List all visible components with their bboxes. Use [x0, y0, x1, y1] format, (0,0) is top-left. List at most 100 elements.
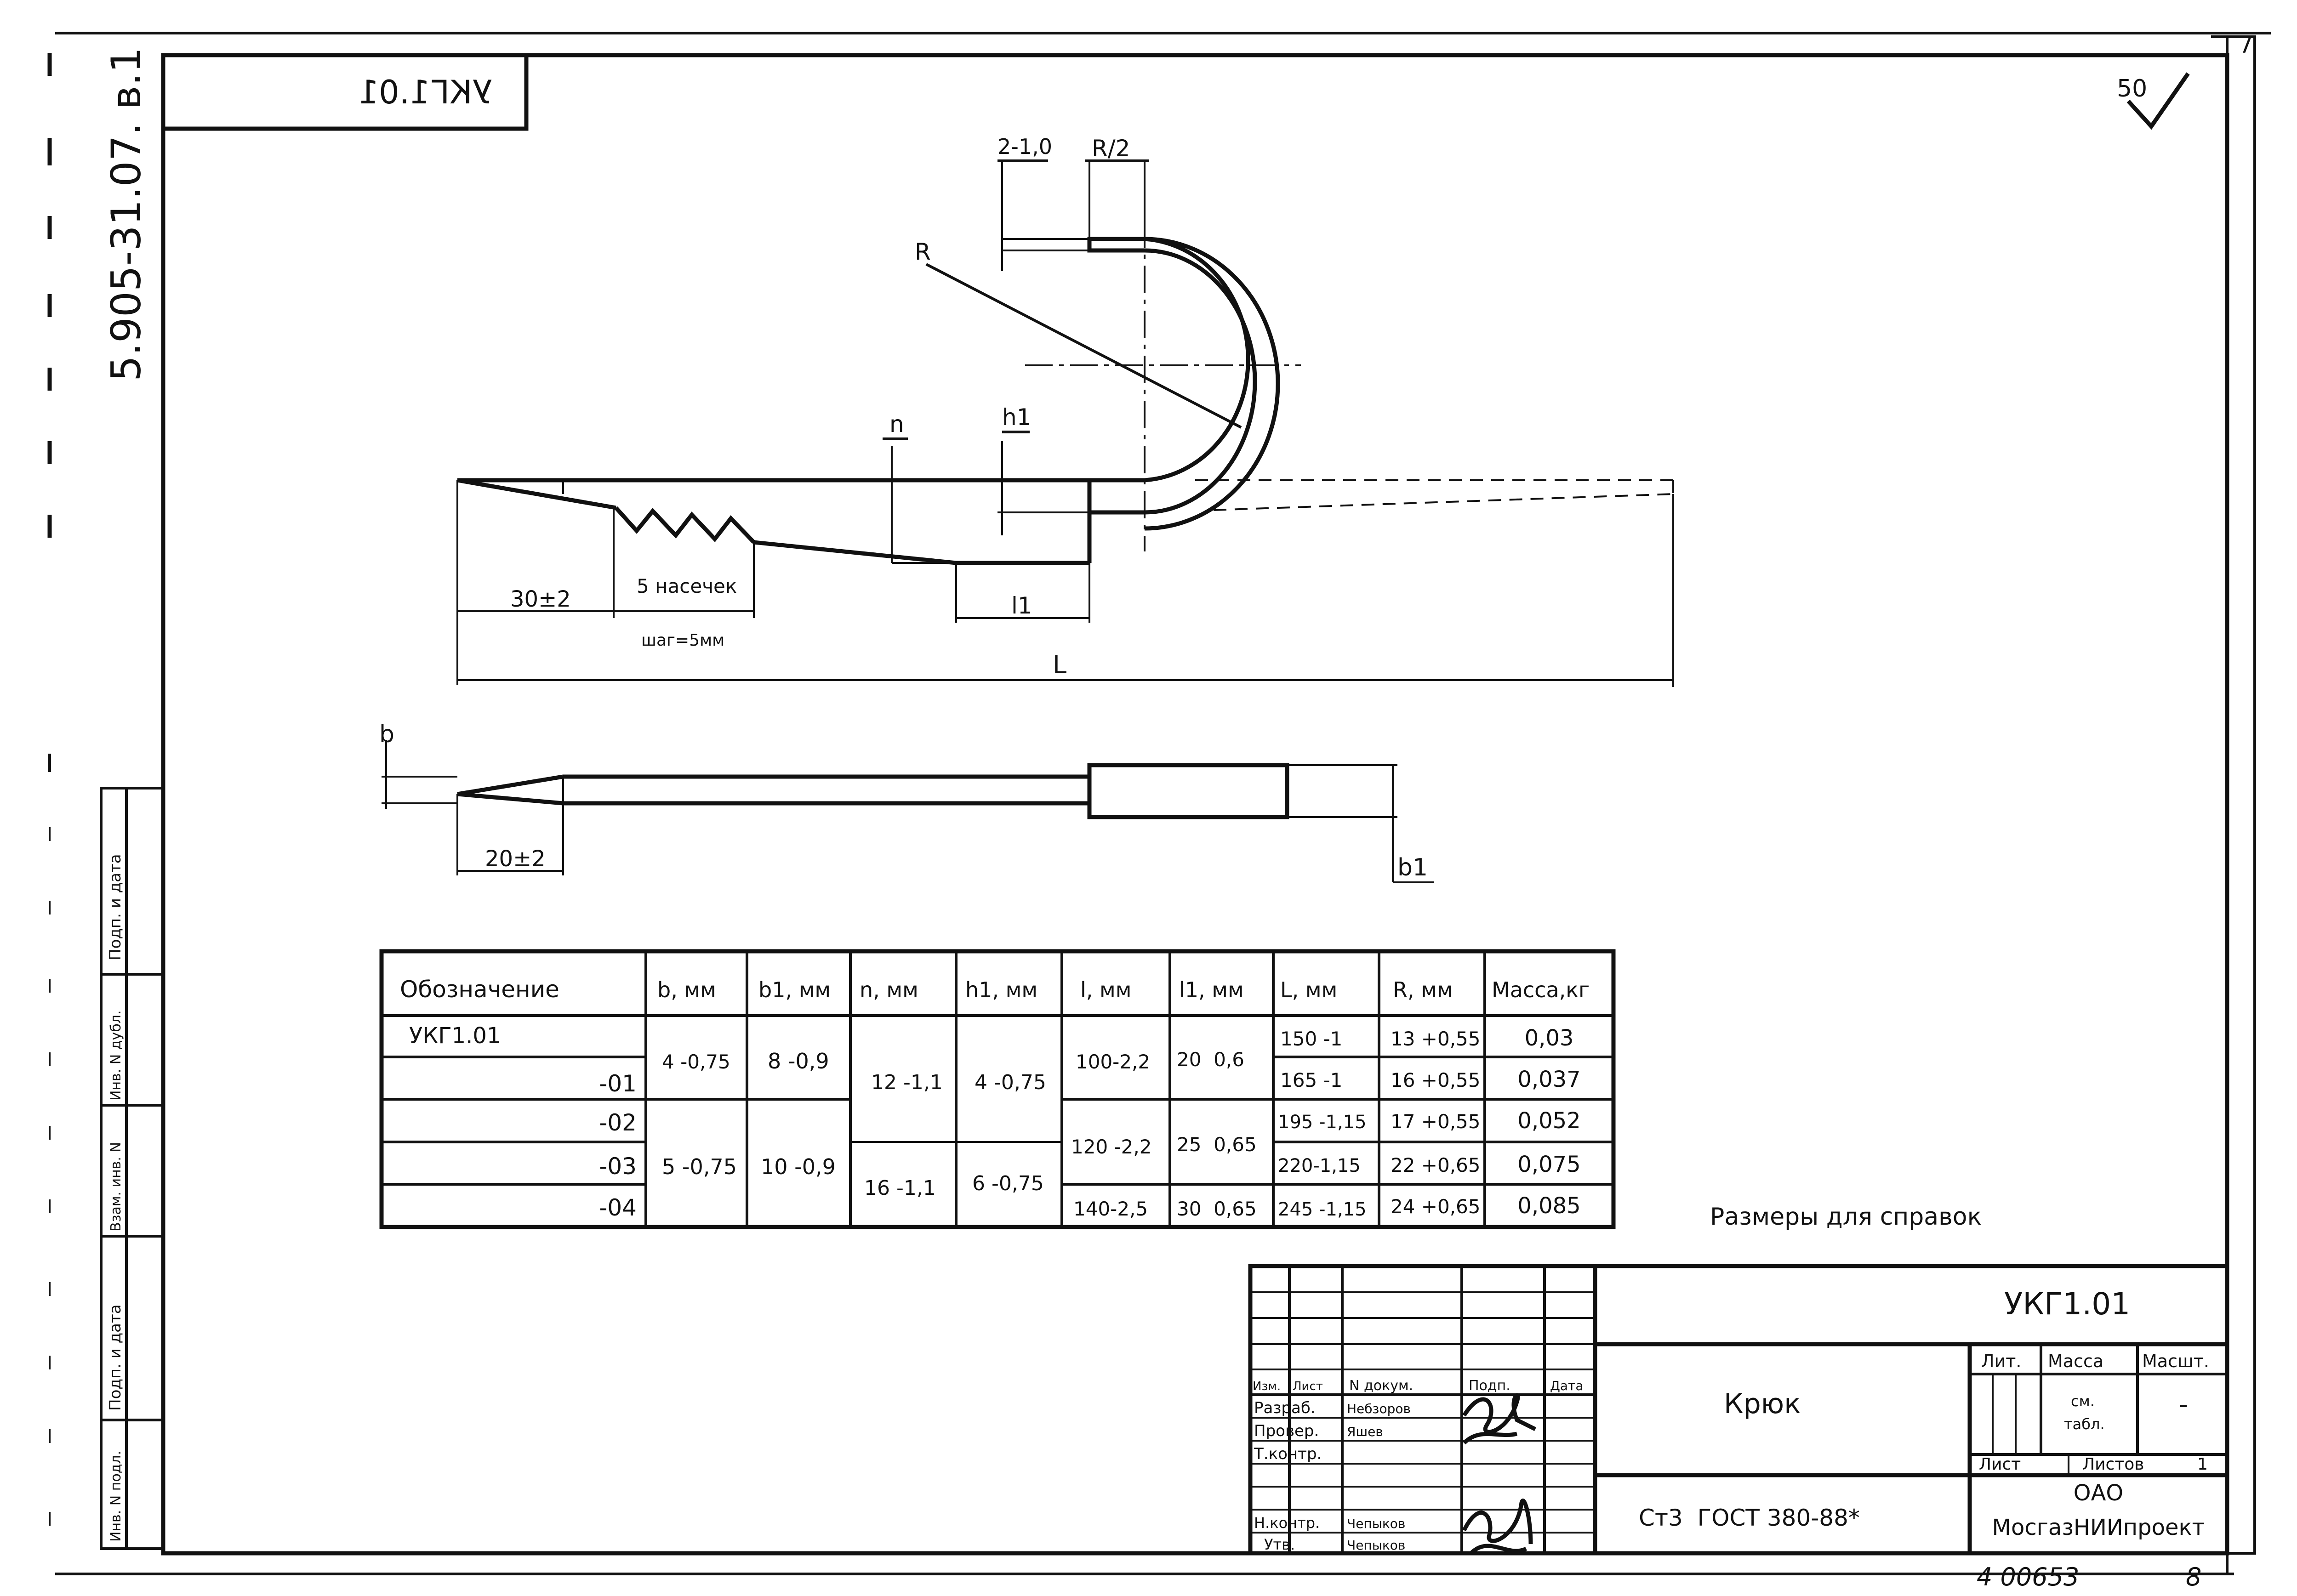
- table-cell-h1: 6 -0,75: [972, 1172, 1044, 1195]
- table-header-R: R, мм: [1393, 977, 1453, 1002]
- reference-dimensions-note: Размеры для справок: [1710, 1203, 1982, 1231]
- title-block-material: Ст3 ГОСТ 380-88*: [1639, 1505, 1860, 1531]
- title-block-sheet-label: Лист: [1979, 1455, 2021, 1474]
- table-cell-l1: 30 0,65: [1177, 1198, 1257, 1220]
- table-cell-L: 165 -1: [1280, 1069, 1342, 1091]
- dimension-table-grid: [379, 949, 1616, 1229]
- table-cell-mass: 0,085: [1517, 1193, 1580, 1219]
- title-block-sheets-label: Листов: [2082, 1455, 2144, 1474]
- signature: [1462, 1499, 1533, 1555]
- table-header-n: n, мм: [860, 977, 918, 1002]
- title-block-person: Чепыков: [1347, 1516, 1405, 1531]
- table-cell-l: 140-2,5: [1073, 1198, 1148, 1220]
- dim-label-notches: 5 насечек: [637, 575, 737, 597]
- title-block-org: ОАО: [2074, 1480, 2123, 1506]
- table-cell-L: 220-1,15: [1278, 1155, 1361, 1176]
- side-label-dup-inv: Инв. N дубл.: [108, 1011, 124, 1101]
- table-cell-R: 16 +0,55: [1391, 1069, 1481, 1091]
- table-cell-n: 16 -1,1: [864, 1176, 936, 1200]
- stamp-box: [161, 53, 529, 131]
- dim-label-h1: h1: [1002, 404, 1032, 431]
- bottom-handwritten-number: 4 00653: [1977, 1562, 2079, 1591]
- table-cell-b: 4 -0,75: [662, 1051, 730, 1073]
- title-block-mass-label: Масса: [2048, 1351, 2103, 1371]
- title-block-col-list: Лист: [1293, 1380, 1323, 1393]
- table-cell-R: 13 +0,55: [1391, 1028, 1481, 1050]
- title-block-col-doc: N докум.: [1349, 1378, 1413, 1394]
- table-cell-L: 245 -1,15: [1278, 1199, 1367, 1220]
- title-block-person: Чепыков: [1347, 1538, 1405, 1553]
- title-block-mass-value: см.: [2071, 1392, 2095, 1410]
- table-cell-l1: 25 0,65: [1177, 1133, 1257, 1156]
- table-cell-mass: 0,052: [1517, 1108, 1580, 1134]
- side-label-replace-inv: Взам. инв. N: [108, 1142, 124, 1232]
- table-header-mass: Масса,кг: [1492, 977, 1590, 1002]
- side-label-sign-date-1: Подп. и дата: [106, 854, 125, 960]
- title-block-col-date: Дата: [1550, 1378, 1584, 1393]
- dim-label-2-1: 2-1,0: [997, 134, 1052, 159]
- table-header-l1: l1, мм: [1179, 977, 1244, 1002]
- dim-label-30: 30±2: [510, 586, 571, 612]
- dim-label-step: шаг=5мм: [641, 631, 724, 650]
- title-block-role: Разраб.: [1254, 1399, 1316, 1417]
- bottom-page-number: 8: [2186, 1562, 2201, 1591]
- side-columns: [100, 787, 165, 1550]
- dim-label-20: 20±2: [485, 846, 546, 872]
- dim-label-b: b: [379, 721, 394, 748]
- table-cell-designation: УКГ1.01: [409, 1023, 501, 1049]
- table-cell-n: 12 -1,1: [871, 1071, 943, 1094]
- sheet-number-corner: 7: [2239, 32, 2253, 58]
- table-cell-R: 17 +0,55: [1391, 1110, 1481, 1133]
- table-cell-mass: 0,03: [1525, 1025, 1574, 1051]
- dim-label-r-half: R/2: [1092, 135, 1130, 162]
- table-header-b1: b1, мм: [758, 977, 831, 1002]
- hook-side-view: [382, 740, 1434, 883]
- title-block-grid: [1248, 1264, 2229, 1556]
- title-block-col-izm: Изм.: [1253, 1380, 1281, 1393]
- hook-top-view: [456, 159, 1674, 687]
- table-cell-l: 100-2,2: [1076, 1051, 1150, 1073]
- table-cell-L: 195 -1,15: [1278, 1112, 1367, 1133]
- table-cell-l: 120 -2,2: [1071, 1136, 1151, 1158]
- dim-label-L: L: [1053, 650, 1066, 679]
- table-cell-designation: -04: [599, 1194, 637, 1221]
- table-cell-R: 24 +0,65: [1391, 1195, 1481, 1218]
- dim-label-r: R: [915, 239, 931, 265]
- table-cell-mass: 0,037: [1517, 1067, 1580, 1092]
- table-header-L: L, мм: [1280, 977, 1337, 1002]
- signature: [1462, 1393, 1537, 1445]
- title-block-role: Провер.: [1254, 1422, 1319, 1440]
- table-header-l: l, мм: [1080, 977, 1131, 1002]
- title-block-scale-value: -: [2179, 1390, 2188, 1420]
- table-cell-b: 5 -0,75: [662, 1154, 737, 1179]
- side-label-sign-date-2: Подп. и дата: [106, 1304, 125, 1411]
- table-cell-b1: 8 -0,9: [768, 1049, 829, 1073]
- title-block-part-name: Крюк: [1724, 1388, 1801, 1420]
- title-block-lit-label: Лит.: [1981, 1351, 2022, 1371]
- dim-label-l1: l1: [1011, 592, 1032, 619]
- table-cell-R: 22 +0,65: [1391, 1154, 1481, 1176]
- table-cell-designation: -02: [599, 1109, 637, 1136]
- title-block-role: Утв.: [1264, 1536, 1295, 1553]
- title-block-person: Яшев: [1347, 1424, 1383, 1439]
- table-header-h1: h1, мм: [965, 977, 1037, 1002]
- roughness-value: 50: [2117, 75, 2147, 102]
- table-cell-designation: -01: [599, 1070, 637, 1097]
- table-cell-designation: -03: [599, 1153, 637, 1180]
- table-cell-h1: 4 -0,75: [975, 1071, 1046, 1094]
- title-block-mass-value: табл.: [2064, 1415, 2105, 1433]
- title-block-person: Небзоров: [1347, 1401, 1411, 1416]
- table-cell-l1: 20 0,6: [1177, 1048, 1244, 1071]
- table-header-designation: Обозначение: [400, 976, 559, 1003]
- table-cell-mass: 0,075: [1517, 1152, 1580, 1177]
- title-block-code: УКГ1.01: [2004, 1286, 2130, 1322]
- title-block-scale-label: Масшт.: [2142, 1351, 2209, 1371]
- side-label-orig-inv: Инв. N подл.: [108, 1451, 124, 1542]
- dim-label-b1: b1: [1397, 854, 1428, 881]
- dim-label-n: n: [889, 411, 904, 437]
- title-block-sheets-value: 1: [2197, 1455, 2208, 1474]
- roughness-mark: [2126, 72, 2190, 130]
- stamp-code-mirrored: УКГ1.01: [359, 74, 492, 111]
- title-block-role: Т.контр.: [1254, 1445, 1322, 1463]
